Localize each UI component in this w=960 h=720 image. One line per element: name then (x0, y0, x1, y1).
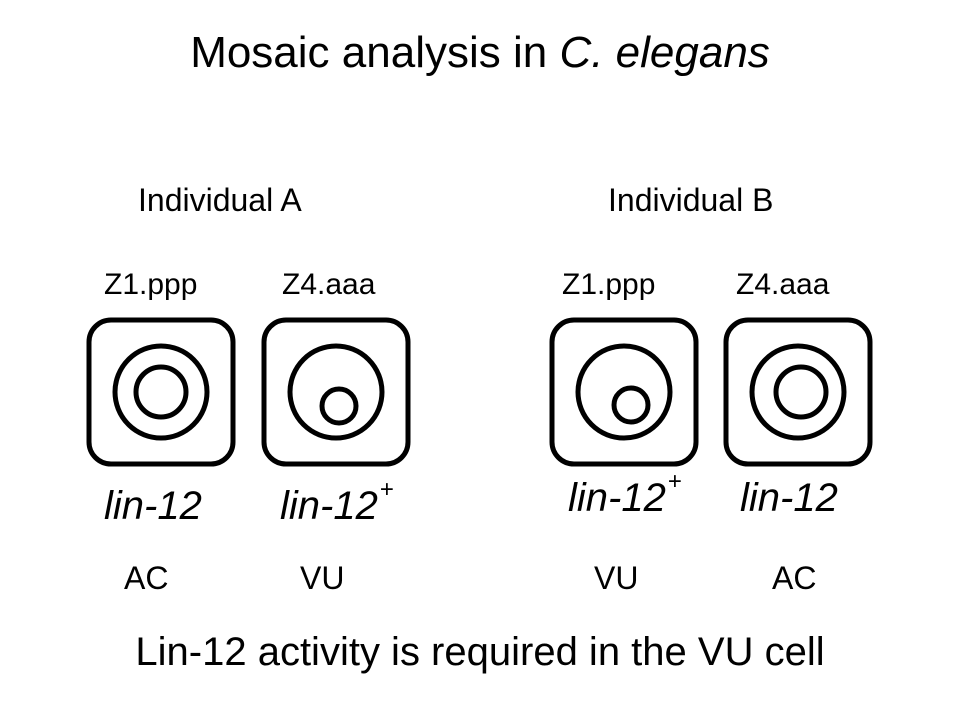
cell-b2-genotype-name: lin-12 (740, 476, 838, 520)
cell-a1-membrane (86, 317, 236, 467)
cell-a1-genotype-name: lin-12 (104, 484, 202, 528)
cell-b2-name: Z4.aaa (736, 268, 830, 301)
cell-a2-name: Z4.aaa (282, 268, 376, 301)
cell-a2-nucleus (287, 343, 385, 441)
individual-b-label: Individual B (608, 182, 774, 218)
cell-a2-membrane (261, 317, 411, 467)
cell-a2-genotype: lin-12+ (280, 476, 394, 529)
cell-a1-nucleolus (133, 364, 189, 420)
title-text: Mosaic analysis in (190, 28, 560, 77)
cell-a1-name: Z1.ppp (104, 268, 198, 301)
cell-b1-genotype-allele: + (667, 468, 682, 495)
cell-a2-fate: VU (300, 560, 345, 596)
cell-a1-genotype: lin-12 (104, 484, 204, 529)
cell-b2 (723, 317, 873, 467)
conclusion: Lin-12 activity is required in the VU ce… (135, 630, 825, 674)
title-species: C. elegans (559, 28, 770, 77)
cell-a1 (86, 317, 236, 467)
page-title: Mosaic analysis in C. elegans (0, 28, 960, 78)
cell-a2-genotype-name: lin-12 (280, 484, 378, 528)
cell-a2 (261, 317, 411, 467)
cell-b2-nucleolus (773, 364, 829, 420)
cell-b1-fate: VU (594, 560, 639, 596)
cell-b2-membrane (723, 317, 873, 467)
cell-a1-fate: AC (124, 560, 169, 596)
cell-b1-nucleus (575, 343, 673, 441)
cell-a2-genotype-allele: + (379, 476, 394, 503)
cell-a1-nucleus (112, 343, 210, 441)
cell-b1-membrane (549, 317, 699, 467)
cell-b2-genotype: lin-12 (740, 476, 840, 521)
cell-b1 (549, 317, 699, 467)
cell-b2-fate: AC (772, 560, 817, 596)
individual-a-label: Individual A (138, 182, 302, 218)
cell-b1-genotype-name: lin-12 (568, 476, 666, 520)
cell-b2-nucleus (749, 343, 847, 441)
cell-b1-nucleolus (611, 385, 651, 425)
cell-a2-nucleolus (319, 386, 359, 426)
cell-b1-name: Z1.ppp (562, 268, 656, 301)
cell-b1-genotype: lin-12+ (568, 468, 682, 521)
